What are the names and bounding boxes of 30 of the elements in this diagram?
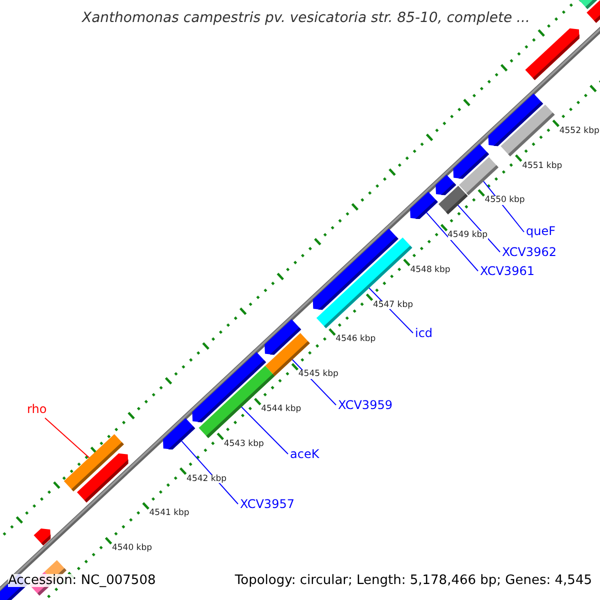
tick-label: 4548 kbp xyxy=(410,266,450,274)
leader-line xyxy=(241,406,288,454)
tick-label: 4540 kbp xyxy=(112,544,152,553)
gene-label: queF xyxy=(526,225,556,237)
map-info-text: Topology: circular; Length: 5,178,466 bp; Genes: 4,545 xyxy=(234,574,592,587)
gene-label: rho xyxy=(27,403,47,415)
tick-label: 4549 kbp xyxy=(448,231,488,240)
tick-label: 4544 kbp xyxy=(261,405,302,414)
leader-line xyxy=(44,418,90,458)
accession-text: Accession: NC_007508 xyxy=(8,574,156,587)
gene-segment xyxy=(410,192,438,220)
leader-line xyxy=(426,212,478,272)
tick-label: 4545 kbp xyxy=(298,370,338,379)
gene-label: XCV3959 xyxy=(338,399,392,411)
tick-label: 4552 kbp xyxy=(559,126,600,136)
leader-line xyxy=(181,440,238,504)
gene-label: icd xyxy=(415,327,433,339)
tick-label: 4550 kbp xyxy=(484,196,525,205)
leader-line xyxy=(457,204,500,252)
gene-label: XCV3961 xyxy=(480,265,534,277)
gene-label: XCV3957 xyxy=(240,498,294,510)
gene-segment xyxy=(438,186,468,214)
tick-label: 4542 kbp xyxy=(186,474,227,484)
gene-segment xyxy=(64,434,124,492)
gene-segment xyxy=(458,157,498,196)
gene-label: aceK xyxy=(290,448,320,460)
map-title: Xanthomonas campestris pv. vesicatoria str. 85-10, complete ... xyxy=(82,11,530,25)
gene-segment xyxy=(162,418,196,450)
gene-label: XCV3962 xyxy=(502,246,556,258)
tick-label: 4547 kbp xyxy=(372,300,413,310)
